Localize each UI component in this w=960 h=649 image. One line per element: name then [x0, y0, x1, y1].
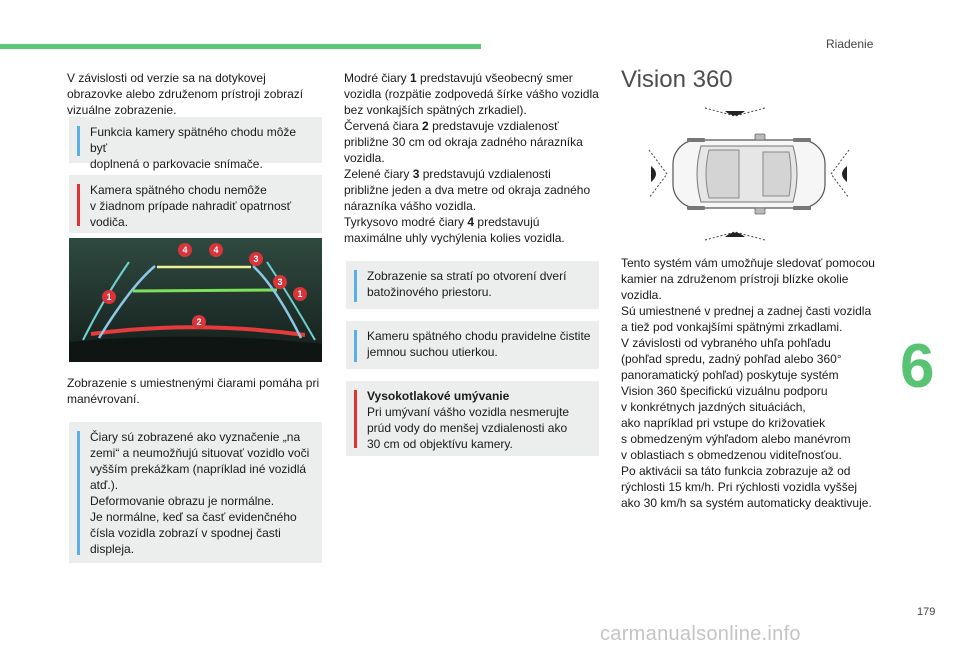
- note-title: Vysokotlakové umývanie: [367, 389, 510, 403]
- text-line: batožinového priestoru.: [367, 285, 492, 299]
- text-line: vozidla (rozpätie zodpovedá šírke vášho …: [344, 87, 599, 101]
- chapter-number: 6: [900, 332, 935, 401]
- text-line: maximálne uhly vychýlenia kolies vozidla…: [344, 231, 565, 245]
- text-line: približne 30 cm od okraja zadného nárazn…: [344, 135, 583, 149]
- chapter-progress-bar: [0, 44, 481, 49]
- text-line: obrazovke alebo združenom prístroji zobr…: [67, 87, 304, 101]
- marker-3a: [249, 252, 263, 266]
- info-note-cleaning: Kameru spätného chodu pravidelne čistite…: [346, 321, 599, 369]
- text-line: Sú umiestnené v prednej a zadnej časti v…: [621, 304, 872, 318]
- text-line: Po aktivácii sa táto funkcia zobrazuje a…: [621, 464, 851, 478]
- text-line: zemi“ a neumožňujú situovať vozidlo voči: [90, 446, 310, 460]
- image-caption: Zobrazenie s umiestnenými čiarami pomáha…: [67, 375, 327, 407]
- warning-note-driver-vigilance: Kamera spätného chodu nemôže v žiadnom p…: [69, 175, 322, 233]
- text-line: bez vonkajších spätných zrkadiel).: [344, 103, 527, 117]
- text-line: Vision 360 špecifickú vizuálnu podporu: [621, 384, 828, 398]
- text-line: Kameru spätného chodu pravidelne čistite: [367, 329, 591, 343]
- text-line: Zelené čiary 3 predstavujú vzdialenosti: [344, 167, 551, 181]
- text-line: Kamera spätného chodu nemôže: [90, 183, 267, 197]
- text-line: Tyrkysovo modré čiary 4 predstavujú: [344, 215, 540, 229]
- text-line: atď.).: [90, 478, 119, 492]
- text-line: doplnená o parkovacie snímače.: [90, 157, 263, 171]
- text-line: 30 cm od objektívu kamery.: [367, 437, 513, 451]
- text-line: Funkcia kamery spätného chodu môže byť: [90, 125, 297, 155]
- text-line: Modré čiary 1 predstavujú všeobecný smer: [344, 71, 573, 85]
- text-line: Deformovanie obrazu je normálne.: [90, 494, 275, 508]
- marker-4a-label: 4: [182, 245, 187, 255]
- text-line: vozidla.: [621, 288, 662, 302]
- text-line: kamier na združenom prístroji blízke oko…: [621, 272, 849, 286]
- text-line: a tiež pod vonkajšími spätnými zrkadlami…: [621, 320, 843, 334]
- info-marker-icon: [77, 431, 80, 555]
- reversing-camera-lines-illustration: 4 4 3 3 1 1 2: [69, 238, 322, 362]
- marker-2-label: 2: [196, 317, 201, 327]
- text-line: manévrovaní.: [67, 392, 140, 406]
- intro-paragraph: V závislosti od verzie sa na dotykovej o…: [67, 70, 327, 118]
- marker-3a-label: 3: [253, 254, 258, 264]
- info-marker-icon: [354, 330, 357, 362]
- chapter-tab: [900, 326, 960, 408]
- watermark: carmanualsonline.info: [600, 623, 801, 645]
- lines-description-paragraph: Modré čiary 1 predstavujú všeobecný smer…: [344, 70, 606, 246]
- text-line: čísla vozidla zobrazí v spodnej časti: [90, 526, 281, 540]
- text-line: V závislosti od verzie sa na dotykovej: [67, 71, 266, 85]
- text-line: približne jeden a dva metre od okraja za…: [344, 183, 591, 197]
- text-line: V závislosti od vybraného uhľa pohľadu: [621, 336, 831, 350]
- warning-note-high-pressure-washing: Vysokotlakové umývanie Pri umývaní vášho…: [346, 381, 599, 456]
- text-line: jemnou suchou utierkou.: [367, 345, 498, 359]
- warning-marker-icon: [77, 184, 80, 226]
- text-line: v oblastiach s obmedzenou viditeľnosťou.: [621, 448, 842, 462]
- text-line: vizuálne zobrazenie.: [67, 103, 177, 117]
- text-line: rýchlosti 15 km/h. Pri rýchlosti vozidla…: [621, 480, 858, 494]
- warning-marker-icon: [354, 390, 357, 448]
- text-line: vozidla.: [344, 151, 385, 165]
- section-title: Vision 360: [621, 66, 733, 93]
- text-line: s obmedzeným výhľadom alebo manévrom: [621, 432, 851, 446]
- text-line: ako napríklad pri vstupe do križovatiek: [621, 416, 826, 430]
- text-line: v žiadnom prípade nahradiť opatrnosť: [90, 199, 292, 213]
- marker-3b: [273, 275, 287, 289]
- text-line: Čiary sú zobrazené ako vyznačenie „na: [90, 430, 301, 444]
- info-note-ground-lines: Čiary sú zobrazené ako vyznačenie „na ze…: [69, 422, 322, 563]
- text-line: Pri umývaní vášho vozidla nesmerujte: [367, 405, 570, 419]
- text-line: panoramatický pohľad) poskytuje systém: [621, 368, 839, 382]
- marker-1b: [293, 287, 307, 301]
- info-note-parking-sensors: Funkcia kamery spätného chodu môže byť d…: [69, 117, 322, 171]
- marker-1a: [102, 290, 116, 304]
- chapter-label: Riadenie: [826, 37, 874, 51]
- text-line: v konkrétnych jazdných situáciách,: [621, 400, 806, 414]
- marker-1a-label: 1: [106, 292, 111, 302]
- vision-360-description: Tento systém vám umožňuje sledovať pomoc…: [621, 255, 886, 511]
- text-line: Červená čiara 2 predstavuje vzdialenosť: [344, 119, 559, 133]
- text-line: Zobrazenie s umiestnenými čiarami pomáha…: [67, 376, 320, 390]
- text-line: vyšším prekážkam (napríklad iné vozidlá: [90, 462, 307, 476]
- marker-4b: [209, 243, 223, 257]
- marker-2: [192, 315, 206, 329]
- car-top-view-illustration: [648, 107, 850, 241]
- info-marker-icon: [77, 126, 80, 156]
- text-line: prúd vody do menšej vzdialenosti ako: [367, 421, 568, 435]
- text-line: displeja.: [90, 542, 135, 556]
- text-line: Tento systém vám umožňuje sledovať pomoc…: [621, 256, 875, 270]
- marker-4b-label: 4: [213, 245, 218, 255]
- marker-3b-label: 3: [277, 277, 282, 287]
- text-line: Je normálne, keď sa časť evidenčného: [90, 510, 297, 524]
- text-line: nárazníka vášho vozidla.: [344, 199, 477, 213]
- text-line: (pohľad spredu, zadný pohľad alebo 360°: [621, 352, 842, 366]
- info-marker-icon: [354, 270, 357, 302]
- text-line: vodiča.: [90, 215, 129, 229]
- page-number: 179: [917, 606, 936, 618]
- vision-360-car-diagram: [643, 100, 855, 248]
- marker-1b-label: 1: [297, 289, 302, 299]
- marker-4a: [178, 243, 192, 257]
- text-line: Zobrazenie sa stratí po otvorení dverí: [367, 269, 567, 283]
- text-line: ako 30 km/h sa systém automaticky deakti…: [621, 496, 872, 510]
- reversing-camera-image: 4 4 3 3 1 1 2: [69, 238, 322, 362]
- info-note-trunk-open: Zobrazenie sa stratí po otvorení dverí b…: [346, 261, 599, 309]
